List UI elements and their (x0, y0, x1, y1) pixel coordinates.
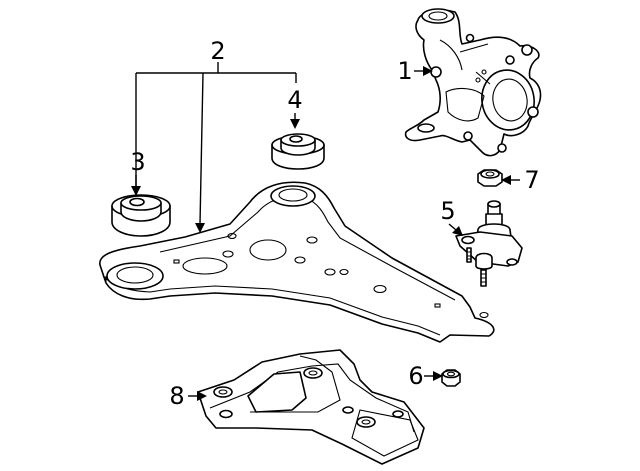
callout-labels: 2 4 3 1 7 5 6 8 (130, 37, 539, 410)
callout-8: 8 (169, 382, 184, 410)
ball-joint[interactable] (455, 200, 523, 287)
ball-joint-nut[interactable] (441, 369, 461, 387)
callout-5: 5 (440, 197, 455, 225)
callout-7: 7 (524, 166, 539, 194)
callout-3: 3 (130, 148, 145, 176)
bushing-rear[interactable] (111, 194, 171, 237)
callout-2: 2 (210, 37, 225, 65)
knuckle-nut[interactable] (477, 169, 503, 187)
callout-4: 4 (287, 86, 302, 114)
bushing-front[interactable] (271, 133, 325, 170)
steering-knuckle[interactable] (404, 8, 542, 157)
under-shield[interactable] (197, 349, 425, 465)
callout-6: 6 (408, 362, 423, 390)
crossmember-subframe[interactable] (99, 181, 495, 343)
callout-1: 1 (397, 57, 412, 85)
leader-lines (131, 62, 520, 401)
